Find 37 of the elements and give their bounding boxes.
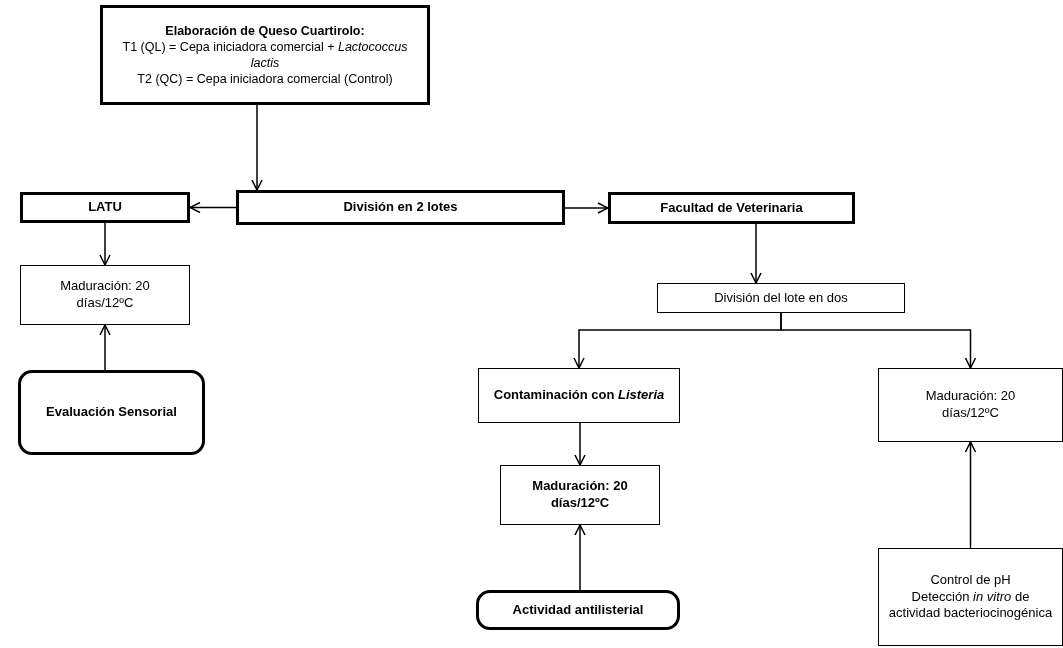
box-text: LATU: [88, 199, 122, 216]
rounded-box: [18, 370, 205, 455]
box-text: Contaminación con Listeria: [493, 387, 665, 404]
box-text: Maduración: 20 días/12ºC: [924, 388, 1017, 422]
arrow: [99, 324, 111, 371]
arrow: [780, 312, 977, 369]
box-text: Actividad antilisterial: [512, 601, 644, 619]
box-text: División en 2 lotes: [343, 199, 458, 216]
process-box: [657, 283, 905, 313]
process-box: [608, 192, 855, 224]
arrow: [574, 422, 586, 466]
process-box: [878, 548, 1063, 646]
arrow: [189, 201, 237, 214]
box-text: División del lote en dos: [714, 289, 848, 307]
box-text: Control de pH: [930, 571, 1011, 589]
arrow: [564, 202, 609, 214]
process-box: [500, 465, 660, 525]
rounded-box: [476, 590, 680, 630]
box-text: Evaluación Sensorial: [46, 404, 177, 421]
arrow: [574, 524, 586, 591]
process-box: [20, 265, 190, 325]
box-text: Detección in vitro de actividad bacteriocinogénica: [887, 588, 1054, 623]
process-box: [236, 190, 565, 225]
process-box: [478, 368, 680, 423]
box-text: Maduración: 20 días/12ºC: [531, 478, 629, 512]
title-box: [100, 5, 430, 105]
box-text: Facultad de Veterinaria: [660, 199, 803, 217]
arrow: [99, 222, 111, 266]
process-box: [878, 368, 1063, 442]
arrow: [964, 441, 977, 549]
arrow: [750, 223, 762, 284]
process-box: [20, 192, 190, 223]
box-heading: Elaboración de Queso Cuartirolo:: [165, 22, 365, 39]
box-text: T1 (QL) = Cepa iniciadora comercial + Lactococcus lactis: [121, 38, 409, 72]
box-text: T2 (QC) = Cepa iniciadora comercial (Control): [137, 71, 393, 88]
box-text: Maduración: 20 días/12ºC: [59, 278, 151, 312]
arrow: [251, 104, 263, 191]
